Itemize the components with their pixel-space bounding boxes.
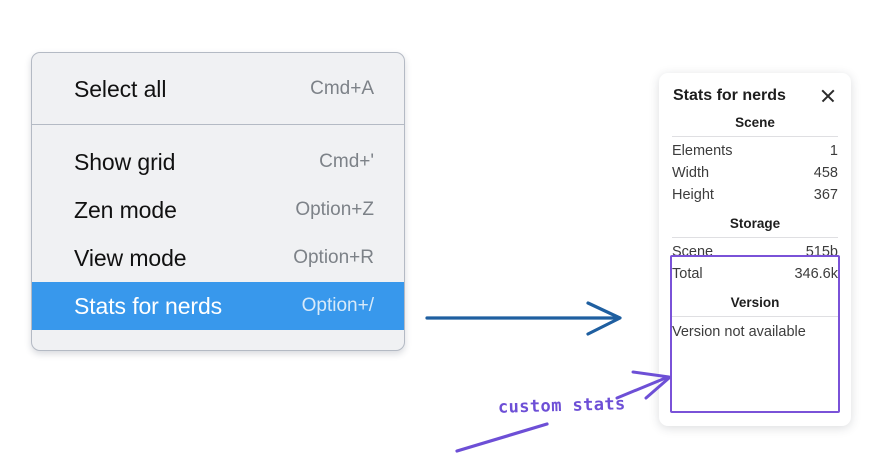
stats-group-title-storage: Storage bbox=[729, 216, 781, 231]
stats-row-elements: Elements 1 bbox=[672, 140, 838, 162]
stats-row-width: Width 458 bbox=[672, 162, 838, 184]
menu-item-label: View mode bbox=[74, 244, 187, 271]
stats-group-rule bbox=[672, 316, 838, 317]
stats-panel-header: Stats for nerds bbox=[659, 73, 851, 105]
menu-item-show-grid[interactable]: Show grid Cmd+' bbox=[32, 138, 404, 186]
callout-underline-icon bbox=[455, 422, 549, 453]
stats-row-value: 346.6k bbox=[794, 266, 838, 282]
context-menu[interactable]: Select all Cmd+A Show grid Cmd+' Zen mod… bbox=[31, 52, 405, 351]
context-menu-section-2: Show grid Cmd+' Zen mode Option+Z View m… bbox=[32, 125, 404, 340]
stats-row-key: Width bbox=[672, 165, 710, 181]
flow-arrow-icon bbox=[425, 301, 622, 336]
stats-row-key: Total bbox=[672, 266, 703, 282]
stats-group-rule bbox=[672, 237, 838, 238]
stats-panel-title: Stats for nerds bbox=[673, 87, 786, 104]
stats-row-storage-scene: Scene 515b bbox=[672, 241, 838, 263]
menu-divider bbox=[32, 124, 404, 125]
stats-row-value: 515b bbox=[805, 244, 838, 260]
stats-group-title-scene: Scene bbox=[735, 115, 775, 130]
stats-row-value: 1 bbox=[829, 143, 838, 159]
menu-item-shortcut: Cmd+' bbox=[319, 151, 374, 172]
menu-item-shortcut: Option+/ bbox=[301, 295, 374, 316]
menu-item-select-all[interactable]: Select all Cmd+A bbox=[32, 65, 404, 113]
menu-item-label: Select all bbox=[74, 75, 167, 102]
menu-item-shortcut: Option+Z bbox=[295, 199, 374, 220]
stats-row-value: 367 bbox=[813, 187, 838, 203]
handwritten-annotation-label: custom stats bbox=[497, 394, 626, 418]
menu-item-shortcut: Option+R bbox=[293, 247, 374, 268]
stats-row-key: Scene bbox=[672, 244, 714, 260]
menu-item-label: Stats for nerds bbox=[74, 292, 223, 319]
menu-item-stats-for-nerds[interactable]: Stats for nerds Option+/ bbox=[32, 282, 404, 330]
stats-version-note: Version not available bbox=[672, 324, 806, 340]
stats-for-nerds-panel[interactable]: Stats for nerds Scene Elements 1 Width 4… bbox=[659, 73, 851, 426]
stats-row-storage-total: Total 346.6k bbox=[672, 263, 838, 285]
stats-row-key: Elements bbox=[672, 143, 733, 159]
menu-item-zen-mode[interactable]: Zen mode Option+Z bbox=[32, 186, 404, 234]
stats-row-value: 458 bbox=[813, 165, 838, 181]
stats-row-height: Height 367 bbox=[672, 184, 838, 206]
stats-row-key: Height bbox=[672, 187, 714, 203]
menu-item-label: Zen mode bbox=[74, 196, 177, 223]
stats-group-rule bbox=[672, 136, 838, 137]
context-menu-section-1: Select all Cmd+A bbox=[32, 53, 404, 124]
menu-item-shortcut: Cmd+A bbox=[310, 78, 374, 99]
menu-item-label: Show grid bbox=[74, 148, 176, 175]
menu-item-view-mode[interactable]: View mode Option+R bbox=[32, 234, 404, 282]
stats-group-title-version: Version bbox=[730, 295, 780, 310]
close-icon[interactable] bbox=[819, 87, 837, 105]
stats-panel-body: Scene Elements 1 Width 458 Height 367 St… bbox=[659, 105, 851, 340]
